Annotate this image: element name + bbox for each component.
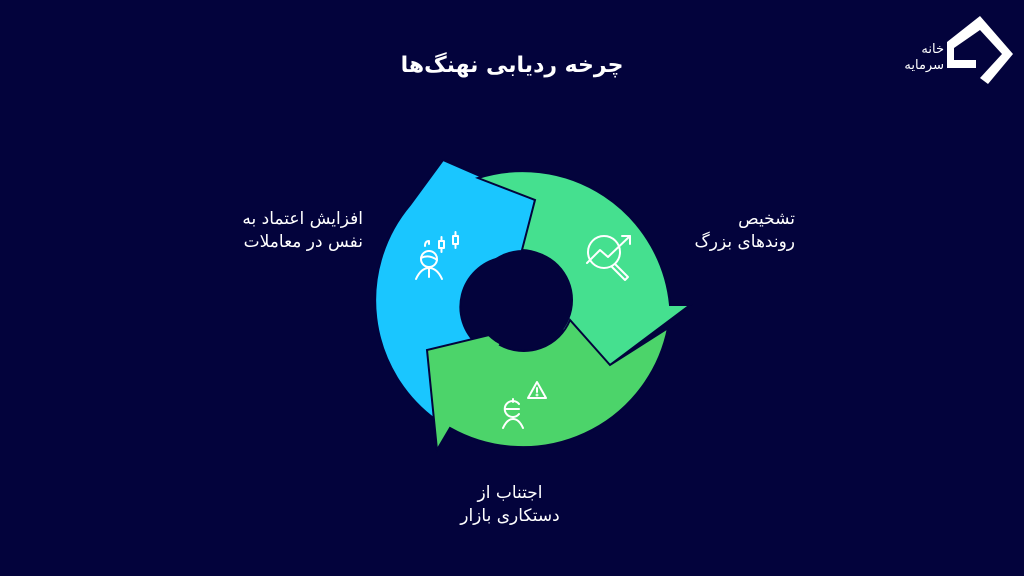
step-label-avoid-manipulation: اجتناب از دستکاری بازار — [440, 482, 580, 528]
brand-logo: خانه سرمایه — [892, 12, 1017, 92]
logo-text: خانه سرمایه — [892, 42, 944, 74]
step-label-line: افزایش اعتماد به — [242, 209, 363, 229]
step-label-line: تشخیص — [738, 209, 795, 229]
house-outline-icon — [947, 16, 1013, 84]
cycle-arrow-light-green — [474, 170, 693, 367]
logo-line-1: خانه — [921, 42, 944, 57]
page-title: چرخه ردیابی نهنگ‌ها — [400, 53, 624, 78]
step-label-line: نفس در معاملات — [243, 232, 363, 252]
step-label-identify-trends: تشخیص روندهای بزرگ — [660, 208, 795, 254]
person-candlestick-icon — [415, 231, 459, 280]
person-warning-icon — [502, 381, 547, 429]
step-label-line: اجتناب از — [477, 483, 543, 503]
cycle-diagram — [374, 158, 693, 454]
logo-line-2: سرمایه — [904, 58, 944, 73]
cycle-arrow-blue — [374, 158, 537, 422]
step-label-line: روندهای بزرگ — [694, 232, 795, 252]
step-label-increase-confidence: افزایش اعتماد به نفس در معاملات — [205, 208, 363, 254]
chart-magnifier-icon — [586, 235, 631, 281]
cycle-arrow-green — [425, 318, 670, 454]
step-label-line: دستکاری بازار — [460, 506, 560, 526]
